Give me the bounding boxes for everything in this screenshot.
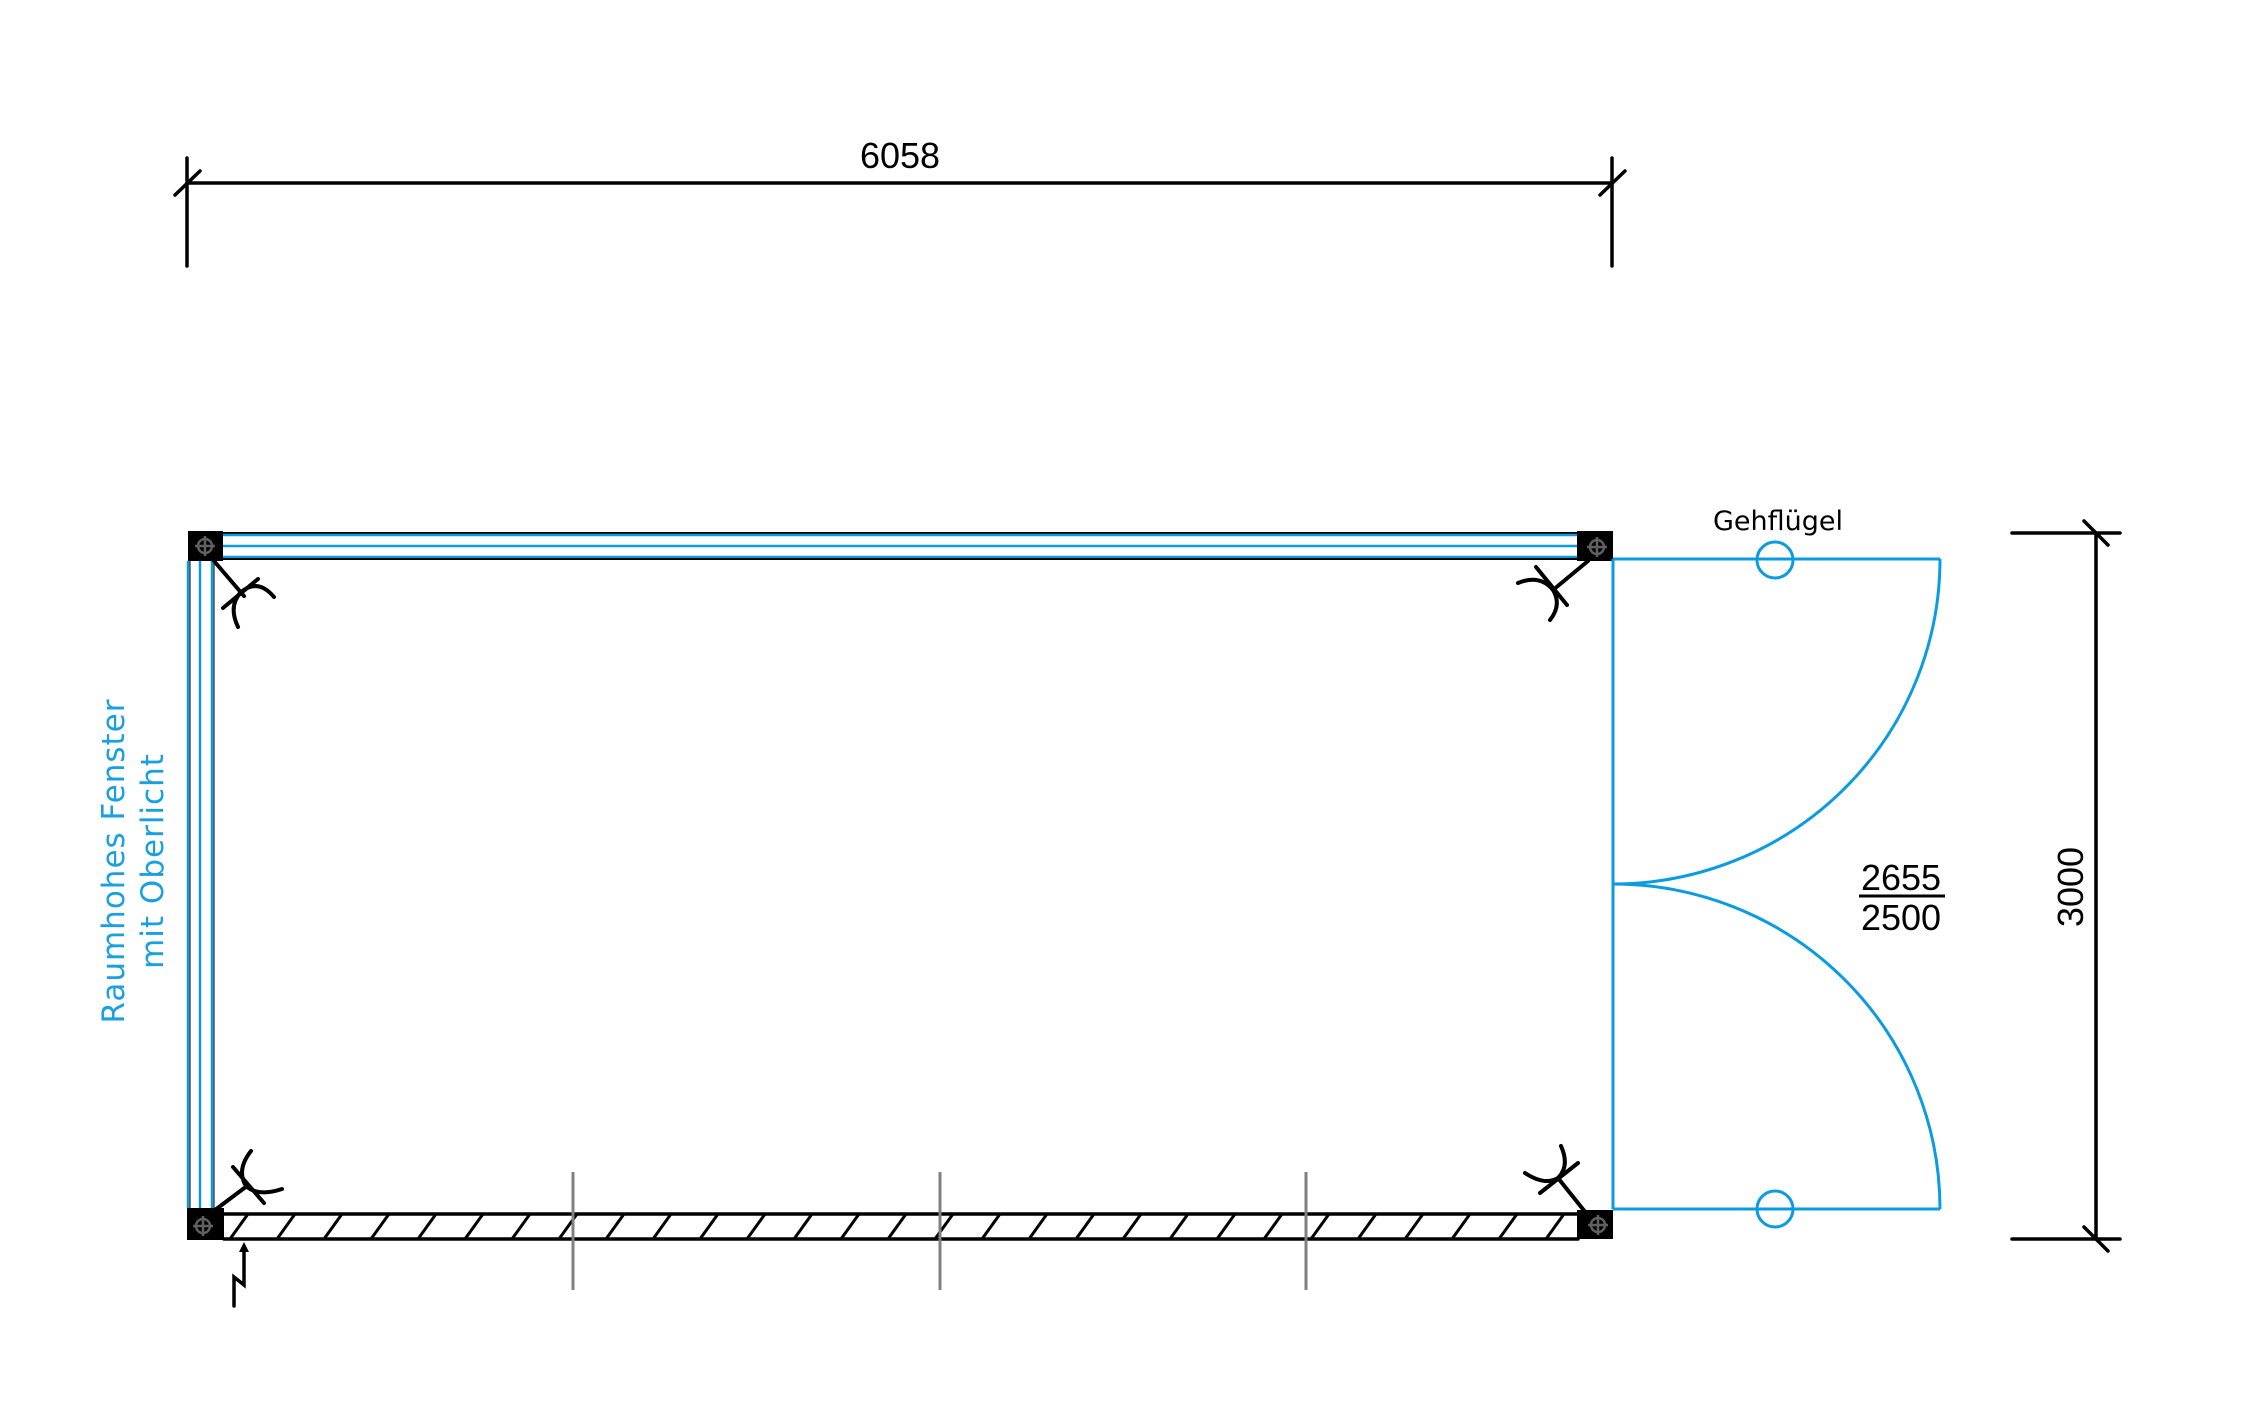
corner-post-bottom-left [187, 1208, 224, 1240]
width-dimension: 6058 [173, 135, 1627, 268]
hatch-line [980, 1214, 1002, 1239]
door-swing-arc-top [1612, 558, 1942, 886]
hatch-line [1168, 1214, 1190, 1239]
door-opening-height: 2655 [1861, 857, 1941, 898]
hatch-line [1450, 1214, 1472, 1239]
tick-mark [173, 169, 202, 197]
hatch-line [604, 1214, 626, 1239]
corner-bracket-icon [1523, 1144, 1592, 1220]
corner-post-top-left [188, 531, 223, 561]
depth-dimension-text: 3000 [2050, 847, 2091, 927]
window-label-line2: mit Oberlicht [135, 753, 171, 969]
bottom-wall [222, 1212, 1580, 1241]
hatch-line [275, 1214, 297, 1239]
hatch-line [1403, 1214, 1425, 1239]
electrical-lightning-icon [232, 1242, 249, 1308]
tick-mark [2082, 519, 2110, 547]
hatch-line [1309, 1214, 1331, 1239]
hatch-line [792, 1214, 814, 1239]
door-opening-width: 2500 [1861, 897, 1941, 938]
hatch-line [1356, 1214, 1378, 1239]
hatch-line [369, 1214, 391, 1239]
top-window [223, 532, 1578, 560]
hatch-line [1497, 1214, 1519, 1239]
hatch-line [1121, 1214, 1143, 1239]
corner-bracket-icon [212, 559, 276, 629]
corner-bracket-icon [1516, 559, 1590, 622]
crosshair-post-icon [187, 1208, 224, 1240]
door-opening-dimension: 2655 2500 [1859, 857, 1945, 938]
hatch-line [839, 1214, 861, 1239]
door-leaf-label: Gehflügel [1713, 506, 1843, 537]
hatch-line [322, 1214, 344, 1239]
window-label: Raumhohes Fenster mit Oberlicht [96, 698, 171, 1023]
depth-dimension: 3000 [2010, 519, 2122, 1253]
tick-mark [2082, 1225, 2110, 1253]
hatch-line [886, 1214, 908, 1239]
corner-post-bottom-right [1577, 1210, 1613, 1239]
circle-handle-icon [1755, 1189, 1795, 1229]
hatch-line [1027, 1214, 1049, 1239]
double-door [1611, 540, 1942, 1229]
wall-hatching [228, 1214, 1566, 1239]
hatch-line [228, 1214, 250, 1239]
door-swing-arc-bottom [1612, 882, 1942, 1210]
width-dimension-text: 6058 [860, 135, 940, 176]
hatch-line [416, 1214, 438, 1239]
tick-mark [1598, 169, 1627, 197]
hatch-line [698, 1214, 720, 1239]
left-window [186, 561, 215, 1208]
hatch-line [1262, 1214, 1284, 1239]
hatch-line [1544, 1214, 1566, 1239]
hatch-line [463, 1214, 485, 1239]
hatch-line [745, 1214, 767, 1239]
hatch-line [1215, 1214, 1237, 1239]
hatch-line [933, 1214, 955, 1239]
hatch-line [510, 1214, 532, 1239]
window-label-line1: Raumhohes Fenster [96, 698, 132, 1023]
corner-bracket-icon [213, 1149, 284, 1212]
hatch-line [1074, 1214, 1096, 1239]
hatch-line [651, 1214, 673, 1239]
corner-post-top-right [1577, 531, 1613, 561]
circle-handle-icon [1755, 540, 1795, 580]
